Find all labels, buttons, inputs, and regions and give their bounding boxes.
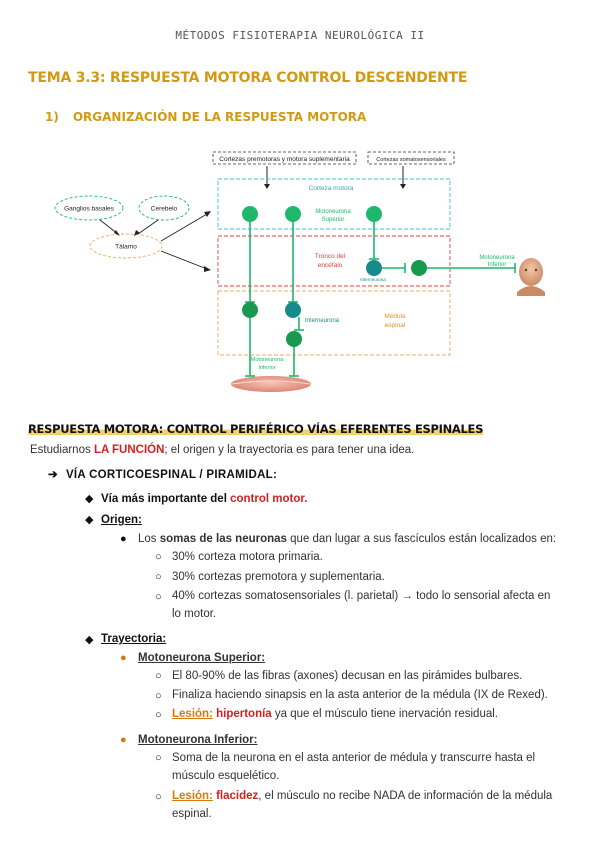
talamo-label: Tálamo [115, 244, 137, 251]
ganglios-basales-node [54, 195, 124, 221]
lesion-text: ya que el músculo tiene inervación resid… [271, 708, 498, 720]
lesion-text: , el músculo no recibe NADA de informaci… [258, 790, 553, 802]
arrow-icon: ➔ [48, 469, 58, 481]
origen-item-2: 30% cortezas premotora y suplementaria. [172, 571, 385, 583]
mni-item-2: Lesión: flacidez, el músculo no recibe N… [172, 787, 552, 805]
lesion-highlight: hipertonía [216, 708, 272, 720]
circle-bullet-icon: ● [120, 734, 127, 746]
cerebelo-node [138, 195, 190, 221]
ring-bullet-icon: ○ [155, 752, 162, 764]
mn-superior-heading: Motoneurona Superior: [138, 652, 266, 664]
mn-inferior-heading: Motoneurona Inferior: [138, 734, 258, 746]
origen-text-pre: Los [138, 533, 160, 545]
spinal-lower-motor-neuron-2 [286, 331, 302, 347]
upper-motor-neuron-2 [285, 206, 301, 222]
origen-text: Los somas de las neuronas que dan lugar … [138, 530, 556, 548]
tronco-label: Tronco del [315, 253, 346, 260]
mni-item-1: Soma de la neurona en el asta anterior d… [172, 752, 536, 764]
via-point-1-highlight: control motor. [230, 493, 308, 505]
ring-bullet-icon: ○ [155, 709, 162, 721]
mn-inferior-right-label-2: Inferior [488, 262, 507, 268]
intro-pre: Estudiarnos [30, 444, 94, 456]
corteza-motora-label: Corteza motora [309, 185, 354, 192]
somato-box [367, 151, 455, 165]
lesion-highlight: flacidez [216, 790, 259, 802]
document-header: MÉTODOS FISIOTERAPIA NEUROLÓGICA II [175, 29, 425, 42]
ring-bullet-icon: ○ [155, 571, 162, 583]
intro-text: Estudiarnos LA FUNCIÓN; el origen y la t… [30, 444, 414, 456]
circle-bullet-icon: ● [120, 652, 127, 664]
head-icon [517, 258, 545, 296]
intro-post: ; el origen y la trayectoria es para ten… [164, 444, 415, 456]
brainstem-interneuron [366, 260, 382, 276]
muscle-icon [231, 376, 311, 392]
tronco-label-2: encéfalo [318, 262, 343, 269]
mn-superior-label: Motoneurona [315, 209, 351, 215]
mn-inferior-bottom-label-2: Inferior [258, 365, 275, 371]
talamo-node [89, 233, 163, 259]
cerebelo-label: Cerebelo [151, 206, 178, 213]
mni-item-1-cont: músculo esquelético. [172, 770, 280, 782]
ring-bullet-icon: ○ [155, 591, 162, 603]
premotor-box [212, 151, 357, 165]
section-label: ORGANIZACIÓN DE LA RESPUESTA MOTORA [72, 110, 367, 124]
via-title: ➔ VÍA CORTICOESPINAL / PIRAMIDAL: [48, 466, 277, 484]
via-point-1: Vía más importante del control motor. [101, 490, 307, 508]
upper-motor-neuron-1 [242, 206, 258, 222]
mns-item-1: El 80-90% de las fibras (axones) decusan… [172, 670, 523, 682]
origen-item-3: 40% cortezas somatosensoriales (l. parie… [172, 590, 551, 602]
medula-label: Médula [384, 313, 406, 320]
origen-text-post: que dan lugar a sus fascículos están loc… [286, 533, 557, 545]
medula-label-2: espinal [385, 322, 406, 329]
upper-motor-neuron-3 [366, 206, 382, 222]
spinal-interneuron [285, 302, 301, 318]
ring-bullet-icon: ○ [155, 690, 162, 702]
medula-espinal-box [217, 290, 451, 356]
ganglios-label: Ganglios basales [64, 206, 115, 213]
somato-label: Cortezas somatosensoriales [376, 157, 446, 163]
diamond-bullet-icon: ◆ [85, 493, 94, 505]
ring-bullet-icon: ○ [155, 670, 162, 682]
tronco-encefalo-box [217, 235, 451, 287]
lesion-label: Lesión: [172, 790, 213, 802]
intro-highlight: LA FUNCIÓN [93, 444, 165, 456]
mns-item-2: Finaliza haciendo sinapsis en la asta an… [172, 689, 548, 701]
via-point-1-text: Vía más importante del [101, 493, 231, 505]
via-title-text: VÍA CORTICOESPINAL / PIRAMIDAL: [65, 469, 278, 481]
interneurona-tronco-label: Interneurona [360, 277, 386, 282]
mn-superior-label-2: Superior [322, 217, 345, 223]
ring-bullet-icon: ○ [155, 791, 162, 803]
corteza-motora-box [217, 178, 451, 230]
spinal-lower-motor-neuron-1 [242, 302, 258, 318]
diamond-bullet-icon: ◆ [85, 514, 94, 526]
origen-heading: Origen: [101, 514, 142, 526]
section-number: 1) [45, 110, 59, 124]
mn-inferior-right-label: Motoneurona [479, 255, 515, 261]
trayectoria-heading: Trayectoria: [101, 633, 167, 645]
diamond-bullet-icon: ◆ [85, 634, 94, 646]
ring-bullet-icon: ○ [155, 551, 162, 563]
motor-response-diagram: Cortezas premotoras y motora suplementar… [54, 151, 545, 392]
origen-item-3-cont: lo motor. [172, 608, 217, 620]
premotor-label: Cortezas premotoras y motora suplementar… [219, 156, 350, 163]
mni-item-2-cont: espinal. [172, 808, 212, 820]
circle-bullet-icon: ● [120, 533, 127, 545]
lesion-label: Lesión: [172, 708, 213, 720]
interneurona-label: Interneurona [305, 318, 340, 324]
origen-text-bold: somas de las neuronas [159, 533, 287, 545]
section-heading-1: 1) ORGANIZACIÓN DE LA RESPUESTA MOTORA [45, 110, 366, 124]
mns-item-3: Lesión: hipertonía ya que el músculo tie… [172, 705, 498, 723]
mn-inferior-bottom-label: Motoneurona [251, 357, 284, 363]
origen-item-1: 30% corteza motora primaria. [172, 551, 323, 563]
section-heading-2: RESPUESTA MOTORA: CONTROL PERIFÉRICO VÍA… [28, 422, 484, 436]
brainstem-lower-motor-neuron [411, 260, 427, 276]
page-title: TEMA 3.3: RESPUESTA MOTORA CONTROL DESCE… [28, 70, 468, 86]
